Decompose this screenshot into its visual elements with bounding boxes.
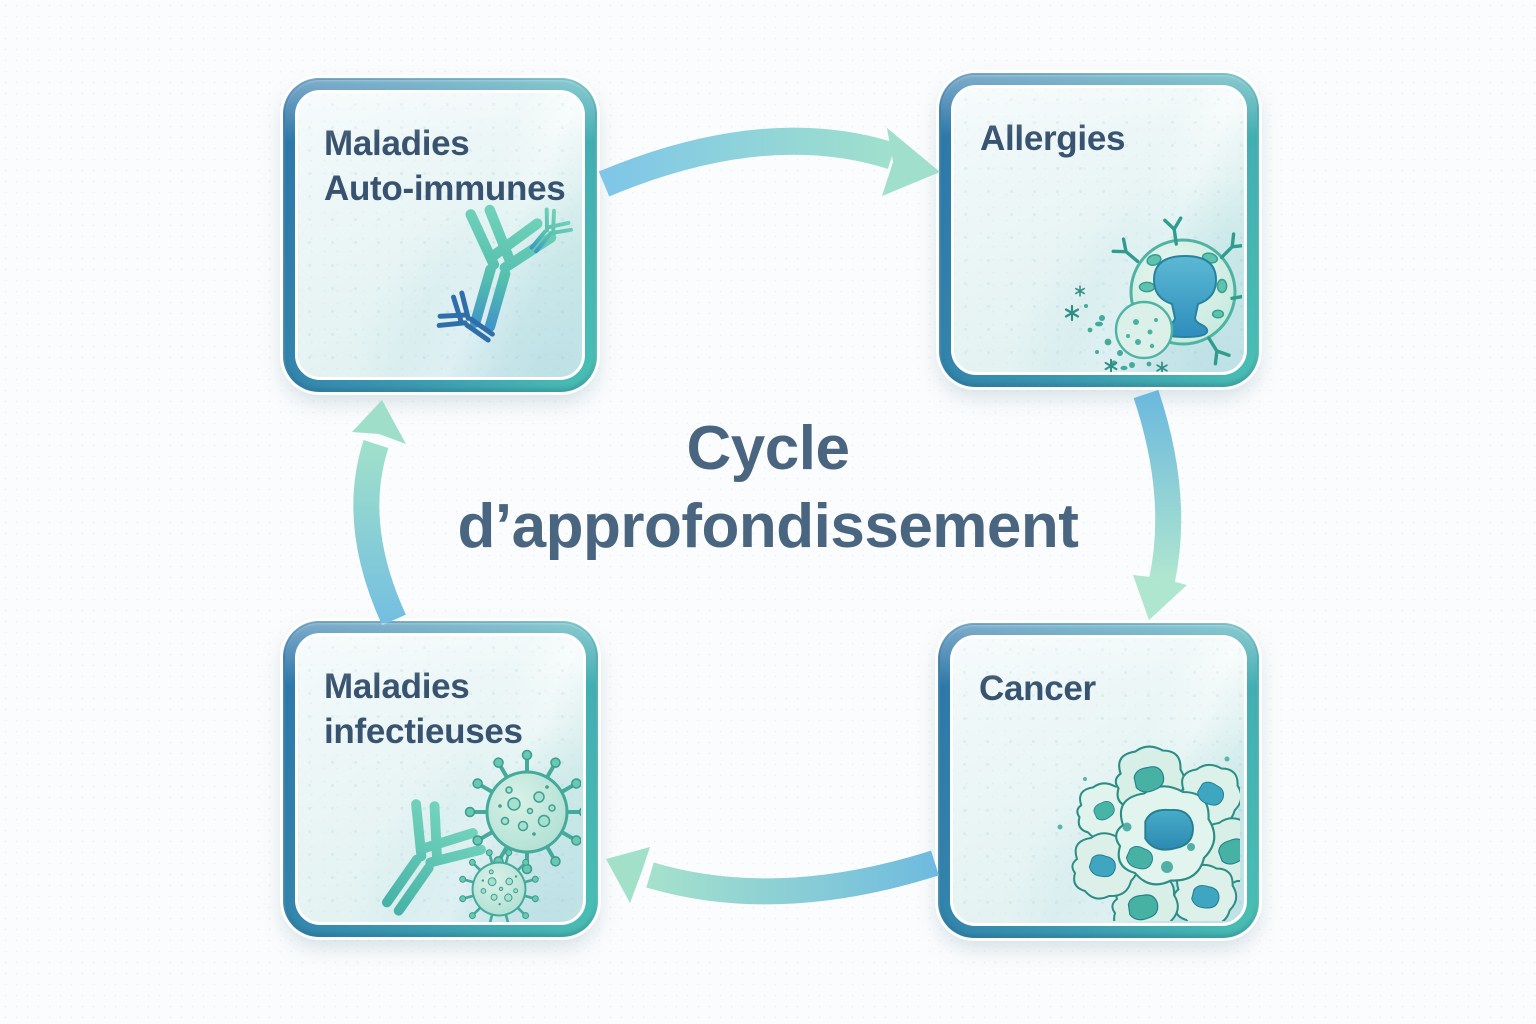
card-infectious: Maladies infectieuses — [283, 621, 598, 937]
card-cancer-label-line1: Cancer — [979, 669, 1096, 708]
card-auto-immune-body: Maladies Auto-immunes — [295, 90, 585, 380]
cycle-arrow-bottom-icon — [606, 847, 939, 905]
card-cancer-title: Cancer — [979, 666, 1096, 711]
tumor-cell-cluster-icon — [1057, 745, 1240, 921]
card-allergies-label-line1: Allergies — [980, 119, 1126, 158]
cycle-arrow-top-icon — [598, 127, 940, 197]
card-allergies-body: Allergies — [951, 85, 1247, 375]
card-infectious-label-line1: Maladies — [324, 667, 470, 706]
card-allergies: Allergies — [939, 73, 1259, 387]
diagram-title-line2: d’approfondissement — [457, 492, 1079, 561]
card-auto-immune: Maladies Auto-immunes — [283, 78, 597, 392]
card-infectious-label-line2: infectieuses — [324, 712, 523, 751]
card-auto-immune-title: Maladies Auto-immunes — [324, 121, 566, 211]
diagram-title-line1: Cycle — [686, 414, 850, 483]
card-infectious-body: Maladies infectieuses — [295, 633, 586, 925]
card-cancer: Cancer — [938, 623, 1259, 938]
card-cancer-body: Cancer — [950, 635, 1247, 926]
mast-cell-icon — [1064, 216, 1242, 372]
cycle-arrow-right-icon — [1133, 389, 1187, 620]
card-allergies-title: Allergies — [980, 116, 1125, 161]
diagram-title: Cycle d’approfondissement — [398, 414, 1138, 570]
card-auto-immune-label-line2: Auto-immunes — [324, 169, 566, 208]
card-infectious-title: Maladies infectieuses — [324, 664, 523, 754]
cycle-arrow-left-icon — [352, 400, 406, 626]
card-auto-immune-label-line1: Maladies — [324, 124, 470, 163]
